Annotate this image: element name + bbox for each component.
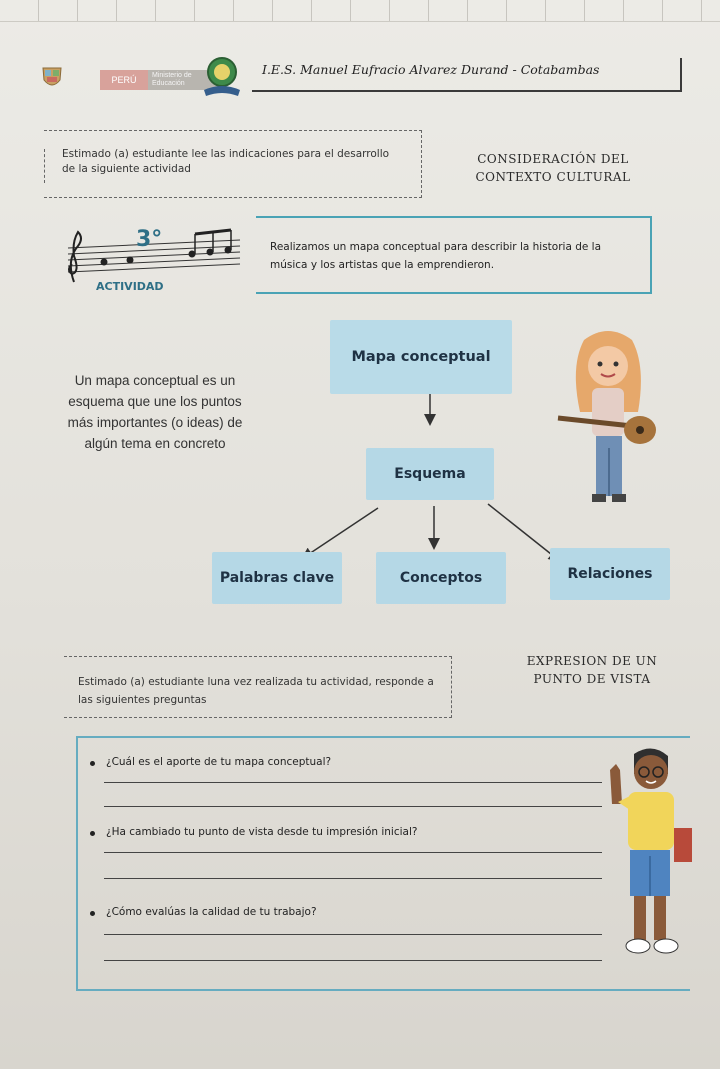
activity-number: 3°: [136, 227, 162, 252]
question-1: ¿Cuál es el aporte de tu mapa conceptual…: [89, 756, 332, 768]
ministerio-label: Ministerio de Educación: [148, 70, 218, 90]
answer-line[interactable]: [104, 806, 602, 807]
activity-label: ACTIVIDAD: [96, 280, 164, 293]
school-name: I.E.S. Manuel Eufracio Alvarez Durand - …: [252, 58, 682, 92]
music-staff-illustration: 3° ACTIVIDAD: [67, 227, 241, 293]
section-heading-viewpoint-line1: EXPRESION DE UN: [526, 654, 658, 668]
instruction-box-1: Estimado (a) estudiante lee las indicaci…: [44, 130, 422, 198]
node-relaciones: Relaciones: [550, 548, 670, 600]
section-heading-cultural: CONSIDERACIÓN DEL CONTEXTO CULTURAL: [448, 150, 658, 186]
questions-box: ¿Cuál es el aporte de tu mapa conceptual…: [76, 736, 690, 991]
node-esquema: Esquema: [366, 448, 494, 500]
node-conceptos: Conceptos: [376, 552, 506, 604]
section-heading-viewpoint: EXPRESION DE UN PUNTO DE VISTA: [492, 652, 692, 688]
section-heading-viewpoint-line2: PUNTO DE VISTA: [533, 672, 651, 686]
activity-box: Realizamos un mapa conceptual para descr…: [256, 216, 652, 294]
answer-line[interactable]: [104, 878, 602, 879]
activity-text: Realizamos un mapa conceptual para descr…: [270, 241, 602, 271]
answer-line[interactable]: [104, 782, 602, 783]
answer-line[interactable]: [104, 960, 602, 961]
school-logo-icon: [204, 57, 240, 96]
instruction-2-text: Estimado (a) estudiante luna vez realiza…: [78, 676, 434, 706]
section-heading-cultural-line1: CONSIDERACIÓN DEL: [477, 152, 629, 166]
dashed-left-edge: [44, 149, 46, 183]
girl-guitarist-illustration: [557, 331, 656, 502]
node-mapa-conceptual: Mapa conceptual: [330, 320, 512, 394]
instruction-box-2: Estimado (a) estudiante luna vez realiza…: [64, 656, 452, 718]
instruction-1-text: Estimado (a) estudiante lee las indicaci…: [62, 148, 390, 175]
peru-crest-icon: [42, 67, 62, 86]
node-palabras-clave: Palabras clave: [212, 552, 342, 604]
section-heading-cultural-line2: CONTEXTO CULTURAL: [475, 170, 631, 184]
boy-waving-illustration: [610, 748, 692, 954]
answer-line[interactable]: [104, 934, 602, 935]
answer-line[interactable]: [104, 852, 602, 853]
top-ruler-strip: [0, 0, 720, 22]
question-3: ¿Cómo evalúas la calidad de tu trabajo?: [90, 906, 317, 918]
question-2: ¿Ha cambiado tu punto de vista desde tu …: [89, 826, 418, 838]
peru-label: PERÚ: [100, 70, 148, 90]
concept-map-definition: Un mapa conceptual es un esquema que une…: [67, 373, 243, 451]
header: PERÚ Ministerio de Educación I.E.S. Manu…: [30, 50, 690, 98]
